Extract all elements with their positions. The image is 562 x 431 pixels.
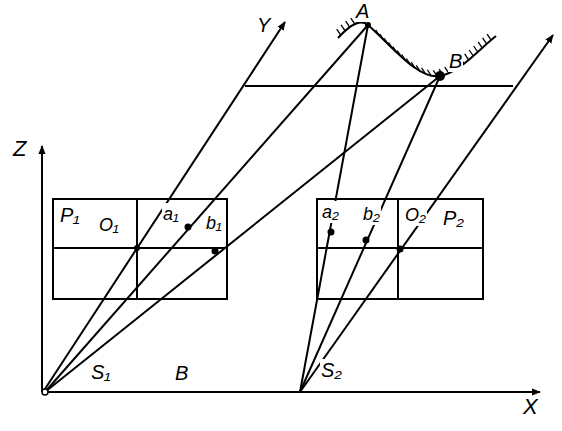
frame-label: P₂ bbox=[443, 207, 464, 229]
hatch-stroke bbox=[465, 54, 469, 60]
point-label: a₁ bbox=[162, 203, 180, 225]
ray bbox=[300, 25, 368, 392]
hatch-stroke bbox=[487, 34, 491, 40]
hatch-stroke bbox=[406, 58, 410, 64]
point-label: A bbox=[355, 0, 370, 22]
hatch-stroke bbox=[411, 62, 415, 68]
axis-label: X bbox=[522, 396, 539, 418]
hatch-stroke bbox=[483, 38, 487, 44]
point bbox=[185, 224, 192, 231]
point-label: O₂ bbox=[404, 204, 427, 226]
hatch-stroke bbox=[384, 38, 388, 44]
hatch-stroke bbox=[393, 47, 397, 53]
station-label: S₂ bbox=[320, 359, 343, 381]
hatch-stroke bbox=[341, 25, 345, 31]
right-axis bbox=[300, 35, 553, 392]
hatch-stroke bbox=[416, 65, 420, 71]
point bbox=[328, 229, 335, 236]
hatch-stroke bbox=[474, 46, 478, 52]
ray bbox=[45, 76, 440, 392]
point-label: O₁ bbox=[98, 214, 120, 236]
z-axis bbox=[41, 146, 43, 392]
point-label: b₁ bbox=[205, 212, 223, 234]
frame-label: P₁ bbox=[60, 204, 80, 226]
hatch-stroke bbox=[469, 50, 473, 56]
hatch-stroke bbox=[376, 30, 380, 36]
y-axis bbox=[43, 22, 285, 392]
baseline-label: B bbox=[174, 362, 189, 384]
hatch-stroke bbox=[422, 68, 426, 74]
point bbox=[365, 22, 371, 28]
x-axis bbox=[42, 391, 540, 393]
point bbox=[212, 248, 219, 255]
hatch-stroke bbox=[397, 51, 401, 57]
station-label: S₁ bbox=[90, 361, 112, 383]
hatch-stroke bbox=[402, 55, 406, 61]
point bbox=[363, 237, 370, 244]
hatch-stroke bbox=[337, 29, 341, 35]
axis-label: Y bbox=[256, 14, 271, 36]
point bbox=[134, 245, 140, 251]
point-label: b₂ bbox=[362, 203, 381, 225]
point bbox=[42, 389, 48, 395]
hatch-stroke bbox=[346, 21, 350, 27]
ray bbox=[300, 76, 440, 392]
terrain-surface bbox=[338, 22, 496, 76]
hatch-stroke bbox=[388, 42, 392, 48]
datum-line bbox=[245, 85, 513, 87]
photo-frame: P₁ bbox=[52, 198, 228, 300]
photo-frame: P₂ bbox=[316, 198, 484, 300]
point bbox=[397, 246, 404, 253]
hatch-stroke bbox=[380, 34, 384, 40]
point-label: B bbox=[448, 50, 463, 72]
axis-label: Z bbox=[12, 138, 27, 160]
point-label: a₂ bbox=[321, 201, 340, 223]
hatch-stroke bbox=[427, 70, 431, 76]
point bbox=[435, 71, 445, 81]
ray bbox=[45, 25, 368, 392]
hatch-stroke bbox=[478, 42, 482, 48]
